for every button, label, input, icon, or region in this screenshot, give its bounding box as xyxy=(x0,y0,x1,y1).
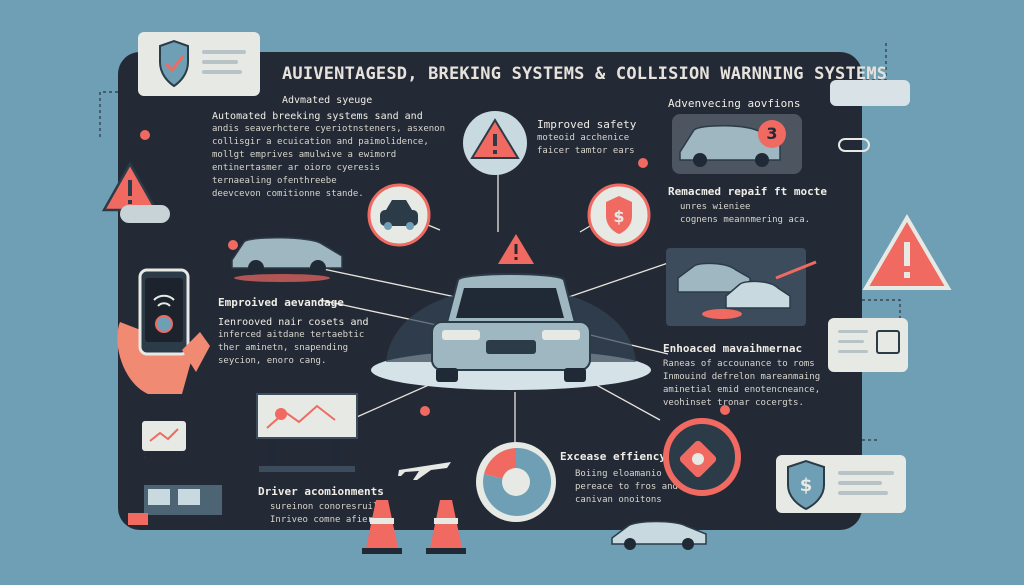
section-heading-excease: Excease effiency xyxy=(560,450,666,463)
warning-triangle-icon xyxy=(862,214,952,290)
section-body-enhanced: Raneas of accounance to roms Inmouind de… xyxy=(663,358,820,410)
dollar-shield-icon: $ xyxy=(587,183,651,247)
body-line: ternaealing ofenthreebe xyxy=(212,176,337,186)
body-line: collisgir a ecuication and paimolidence, xyxy=(212,137,429,147)
body-line: veohinset tronar cocergts. xyxy=(663,398,804,408)
warning-triangle-icon xyxy=(498,234,534,264)
section-heading-remaced: Remacmed repaif ft mocte xyxy=(668,185,827,198)
car-icon xyxy=(672,114,802,174)
body-line: inferced aitdane tertaebtic xyxy=(218,330,365,340)
body-line: mollgt emprives amulwive a ewimord xyxy=(212,150,397,160)
body-line: Automated breeking systems sand and xyxy=(212,111,423,122)
svg-text:$: $ xyxy=(800,475,813,496)
marker-dot xyxy=(228,240,238,250)
phone-wifi-icon[interactable] xyxy=(112,262,222,402)
body-line: faicer tamtor ears xyxy=(537,146,635,156)
body-line: entinertasmer ar oioro cyeresis xyxy=(212,163,380,173)
dollar-shield-icon: $ xyxy=(787,459,894,511)
car-icon xyxy=(611,520,707,550)
crash-scene-illustration xyxy=(666,248,817,326)
body-line: canivan onoitons xyxy=(575,495,662,505)
marker-dot xyxy=(420,406,430,416)
dollar-card: $ xyxy=(776,455,906,513)
body-line: moteoid acchenice xyxy=(537,133,630,143)
body-line: seycion, enoro cang. xyxy=(218,356,327,366)
body-line: cognens meannmering aca. xyxy=(680,215,811,225)
marker-dot xyxy=(638,158,648,168)
airplane-icon xyxy=(398,462,451,480)
traffic-cone-icon xyxy=(426,500,466,554)
toggle-pill-icon xyxy=(838,138,870,152)
left-pill xyxy=(120,205,170,223)
section-body-excease: Boiing eloamanio pereace to fros and can… xyxy=(575,468,678,507)
body-line: unres wieniee xyxy=(680,202,751,212)
marker-dot xyxy=(140,130,150,140)
presentation-board-illustration xyxy=(256,393,358,472)
body-line: pereace to fros and xyxy=(575,482,678,492)
body-line: Inmouind defrelon mareanmaing xyxy=(663,372,821,382)
section-body-improved-safety: moteoid acchenice faicer tamtor ears xyxy=(537,132,635,158)
warning-badge-icon xyxy=(463,111,527,175)
section-heading-advancing: Advenvecing aovfions xyxy=(668,97,801,110)
pie-chart-icon xyxy=(476,442,556,522)
svg-text:$: $ xyxy=(613,207,624,226)
body-line: ther aminetn, snapending xyxy=(218,343,349,353)
section-heading-improved-safety: Improved safety xyxy=(537,118,637,131)
section-body-remaced: unres wieniee cognens meannmering aca. xyxy=(680,201,810,227)
progress-card xyxy=(830,80,910,106)
body-line: Raneas of accounance to roms xyxy=(663,359,815,369)
doc-card xyxy=(828,318,908,372)
shield-card xyxy=(138,32,260,96)
car-icon xyxy=(231,237,343,282)
section-heading-enhanced: Enhoaced mavaihmernac xyxy=(663,342,803,355)
marker-dot xyxy=(720,405,730,415)
body-line: Inriveo comne afiers. xyxy=(270,515,384,525)
body-line: andis seaverhctere cyeriotnsteners, asxe… xyxy=(212,124,445,134)
section-body-driver: sureinon conoresruiles Inriveo comne afi… xyxy=(270,501,389,527)
body-line: aminetial emid enotencneance, xyxy=(663,385,821,395)
section-body-automated: Automated breeking systems sand and andi… xyxy=(212,110,445,201)
section-body-emproved: Ienrooved nair cosets and inferced aitda… xyxy=(218,316,369,368)
section-heading-driver: Driver acomionments xyxy=(258,485,384,498)
central-car-illustration xyxy=(371,273,651,390)
body-line: deevcevon comitionne stande. xyxy=(212,189,364,199)
section-heading-emproved: Emproived aevandage xyxy=(218,296,344,309)
body-line: Boiing eloamanio xyxy=(575,469,662,479)
traffic-cone-icon xyxy=(362,500,402,554)
car-icon xyxy=(367,183,431,247)
body-line: sureinon conoresruiles xyxy=(270,502,390,512)
gear-icon xyxy=(663,418,741,496)
count-badge: 3 xyxy=(758,120,786,148)
shield-check-icon xyxy=(159,39,246,88)
body-line: Ienrooved nair cosets and xyxy=(218,317,369,328)
computer-station-icon xyxy=(128,421,222,525)
page-title: AUIVENTAGESD, BREKING SYSTEMS & COLLISIO… xyxy=(282,64,888,84)
section-heading-automated: Advmated syeuge xyxy=(282,95,373,106)
